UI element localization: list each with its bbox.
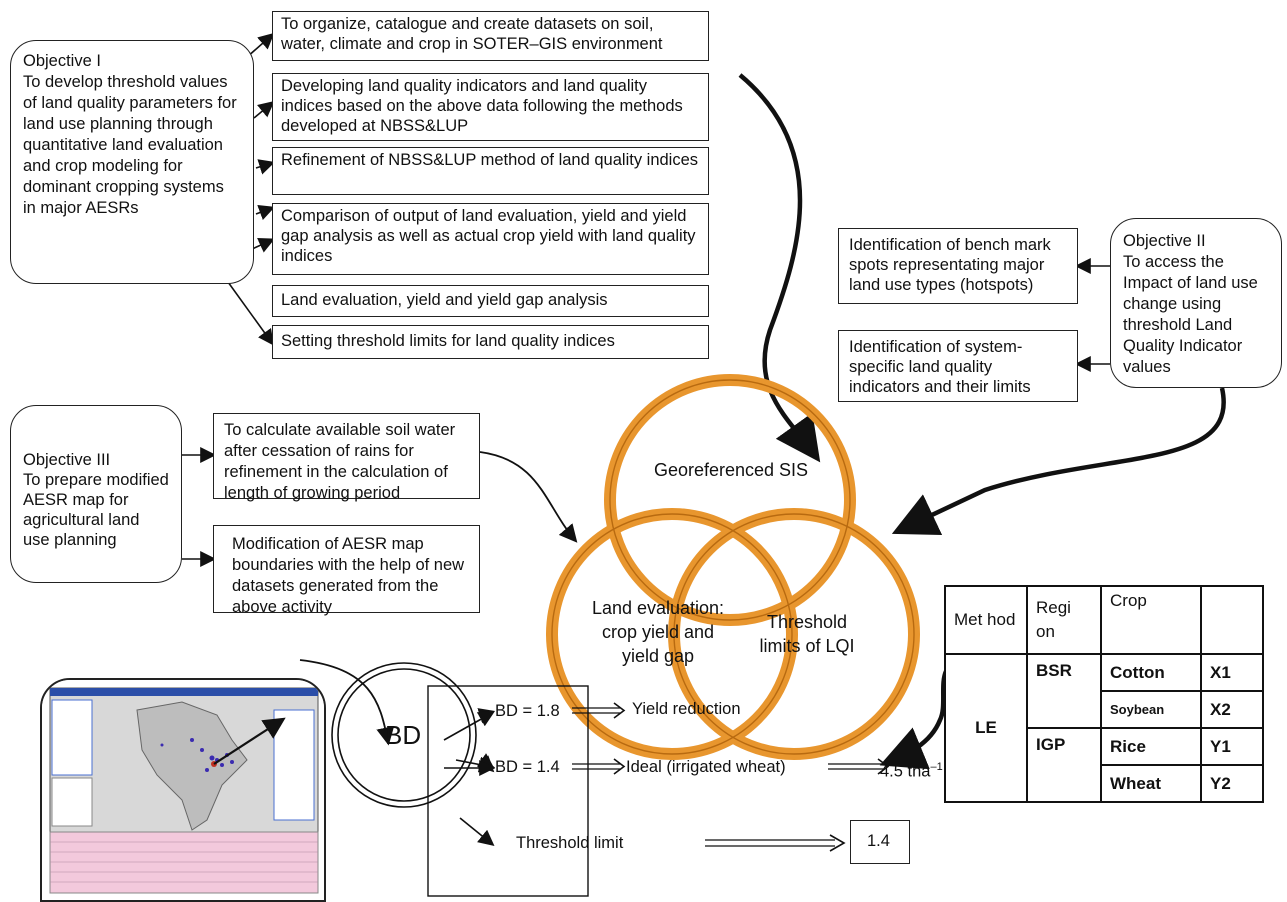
header-region: Regi on — [1026, 585, 1102, 655]
bd-label: BD — [385, 720, 422, 750]
objective3-text: To prepare modified AESR map for agricul… — [23, 471, 169, 549]
cell-crop-wheat: Wheat — [1100, 764, 1202, 803]
objective3-arrows — [182, 447, 217, 567]
table-row: IGP Rice Y1 — [945, 727, 1264, 803]
gis-screenshot-image — [42, 680, 324, 900]
objective2-title: Objective II — [1123, 232, 1206, 250]
task-comparison: Comparison of output of land evaluation,… — [272, 203, 709, 275]
header-empty — [1200, 585, 1264, 655]
bd-circle — [331, 662, 477, 808]
table-row: LE BSR Cotton X1 — [944, 653, 1264, 803]
threshold-value-box: 1.4 — [850, 820, 910, 864]
gis-screenshot — [40, 678, 326, 902]
result-table: Met hod Regi on Crop LE BSR Cotton X1 So… — [944, 585, 1264, 803]
curve-arrow-screenshot — [299, 659, 395, 746]
cell-code-y2: Y2 — [1200, 764, 1264, 803]
cell-method-le: LE — [944, 653, 1028, 803]
objective1-text: To develop threshold values of land qual… — [23, 73, 237, 217]
objective3-box: Objective III To prepare modified AESR m… — [10, 405, 182, 583]
objective2-arrows — [1074, 258, 1110, 372]
curve-arrow-to-venn — [738, 73, 821, 463]
venn-label-threshold: Threshold limits of LQI — [759, 612, 855, 656]
cell-crop-cotton: Cotton — [1100, 653, 1202, 692]
objective2-text: To access the Impact of land use change … — [1123, 253, 1258, 376]
header-crop: Crop — [1100, 585, 1202, 655]
bd-branch-arrows — [455, 708, 496, 773]
objective2-box: Objective II To access the Impact of lan… — [1110, 218, 1282, 388]
bd-bracket — [427, 685, 589, 897]
venn-label-land-evaluation: Land evaluation: crop yield and yield ga… — [591, 598, 725, 666]
yield-value: 4.5 tha–1 — [880, 756, 943, 783]
task-datasets: To organize, catalogue and create datase… — [272, 11, 709, 61]
yield-unit-sup: –1 — [930, 761, 943, 773]
task-aesr-map: Modification of AESR map boundaries with… — [213, 525, 480, 616]
bd-branch-1-4: BD = 1.4 — [495, 758, 560, 776]
venn-circles — [546, 374, 920, 760]
cell-code-x1: X1 — [1200, 653, 1264, 692]
double-arrows — [572, 702, 890, 852]
bd-branch-lines — [443, 711, 496, 847]
curve-arrow-soilwater — [479, 451, 578, 543]
task-refinement: Refinement of NBSS&LUP method of land qu… — [272, 147, 709, 195]
cell-crop-rice: Rice — [1100, 727, 1202, 766]
bd-branch-1-8: BD = 1.8 — [495, 702, 560, 720]
cell-region-igp: IGP — [1026, 727, 1102, 803]
task-bench-mark: Identification of bench mark spots repre… — [838, 228, 1078, 304]
task-system-specific: Identification of system-specific land q… — [838, 330, 1078, 402]
outcome-ideal: Ideal (irrigated wheat) — [626, 758, 786, 776]
table-row: Wheat Y2 — [945, 764, 1264, 803]
header-method: Met hod — [944, 585, 1028, 655]
task-threshold-limits: Setting threshold limits for land qualit… — [272, 325, 709, 359]
objective1-title: Objective I — [23, 52, 101, 70]
venn-label-georeferenced: Georeferenced SIS — [653, 460, 809, 480]
outcome-yield-reduction: Yield reduction — [632, 700, 741, 718]
threshold-limit-label: Threshold limit — [516, 834, 624, 852]
table-row: Soybean X2 — [945, 690, 1264, 729]
cell-crop-soybean: Soybean — [1100, 690, 1202, 729]
table-header-row: Met hod Regi on Crop — [944, 585, 1264, 655]
yield-value-number: 4.5 tha — [880, 762, 931, 781]
cell-region-bsr: BSR — [1026, 653, 1102, 729]
cell-code-y1: Y1 — [1200, 727, 1264, 766]
cell-code-x2: X2 — [1200, 690, 1264, 729]
task-soil-water: To calculate available soil water after … — [213, 413, 480, 502]
objective3-title: Objective III — [23, 451, 111, 469]
curve-arrow-obj2 — [891, 387, 1226, 536]
task-lq-indicators: Developing land quality indicators and l… — [272, 73, 709, 141]
objective1-box: Objective I To develop threshold values … — [10, 40, 254, 284]
task-land-evaluation: Land evaluation, yield and yield gap ana… — [272, 285, 709, 317]
